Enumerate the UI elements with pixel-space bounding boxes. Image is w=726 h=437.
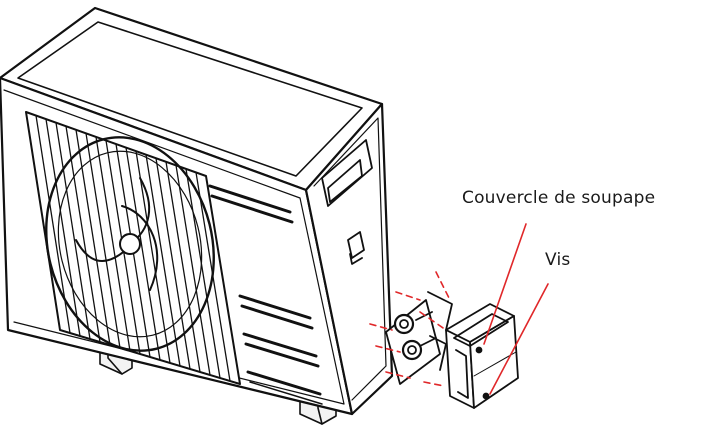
label-screw: Vis: [545, 250, 571, 270]
grille-bar: [85, 132, 121, 349]
fan-grille: [25, 111, 241, 385]
grille-bar: [135, 150, 171, 364]
grille-bar: [175, 164, 211, 376]
grille-bar: [125, 146, 161, 361]
grille-bar: [165, 161, 201, 373]
label-valve-cover: Couvercle de soupape: [462, 188, 656, 208]
grille-bar: [55, 122, 91, 340]
grille-bar: [45, 118, 81, 337]
grille-bar: [145, 154, 181, 367]
callout-leaders: [483, 223, 549, 395]
grille-bar: [75, 129, 111, 346]
front-vent-slots: [208, 184, 323, 405]
grille-bar: [185, 168, 221, 379]
assembly-guide-lines: [369, 271, 451, 387]
grille-bar: [65, 125, 101, 343]
grille-bar: [95, 136, 131, 352]
valve-cover: [445, 303, 519, 409]
